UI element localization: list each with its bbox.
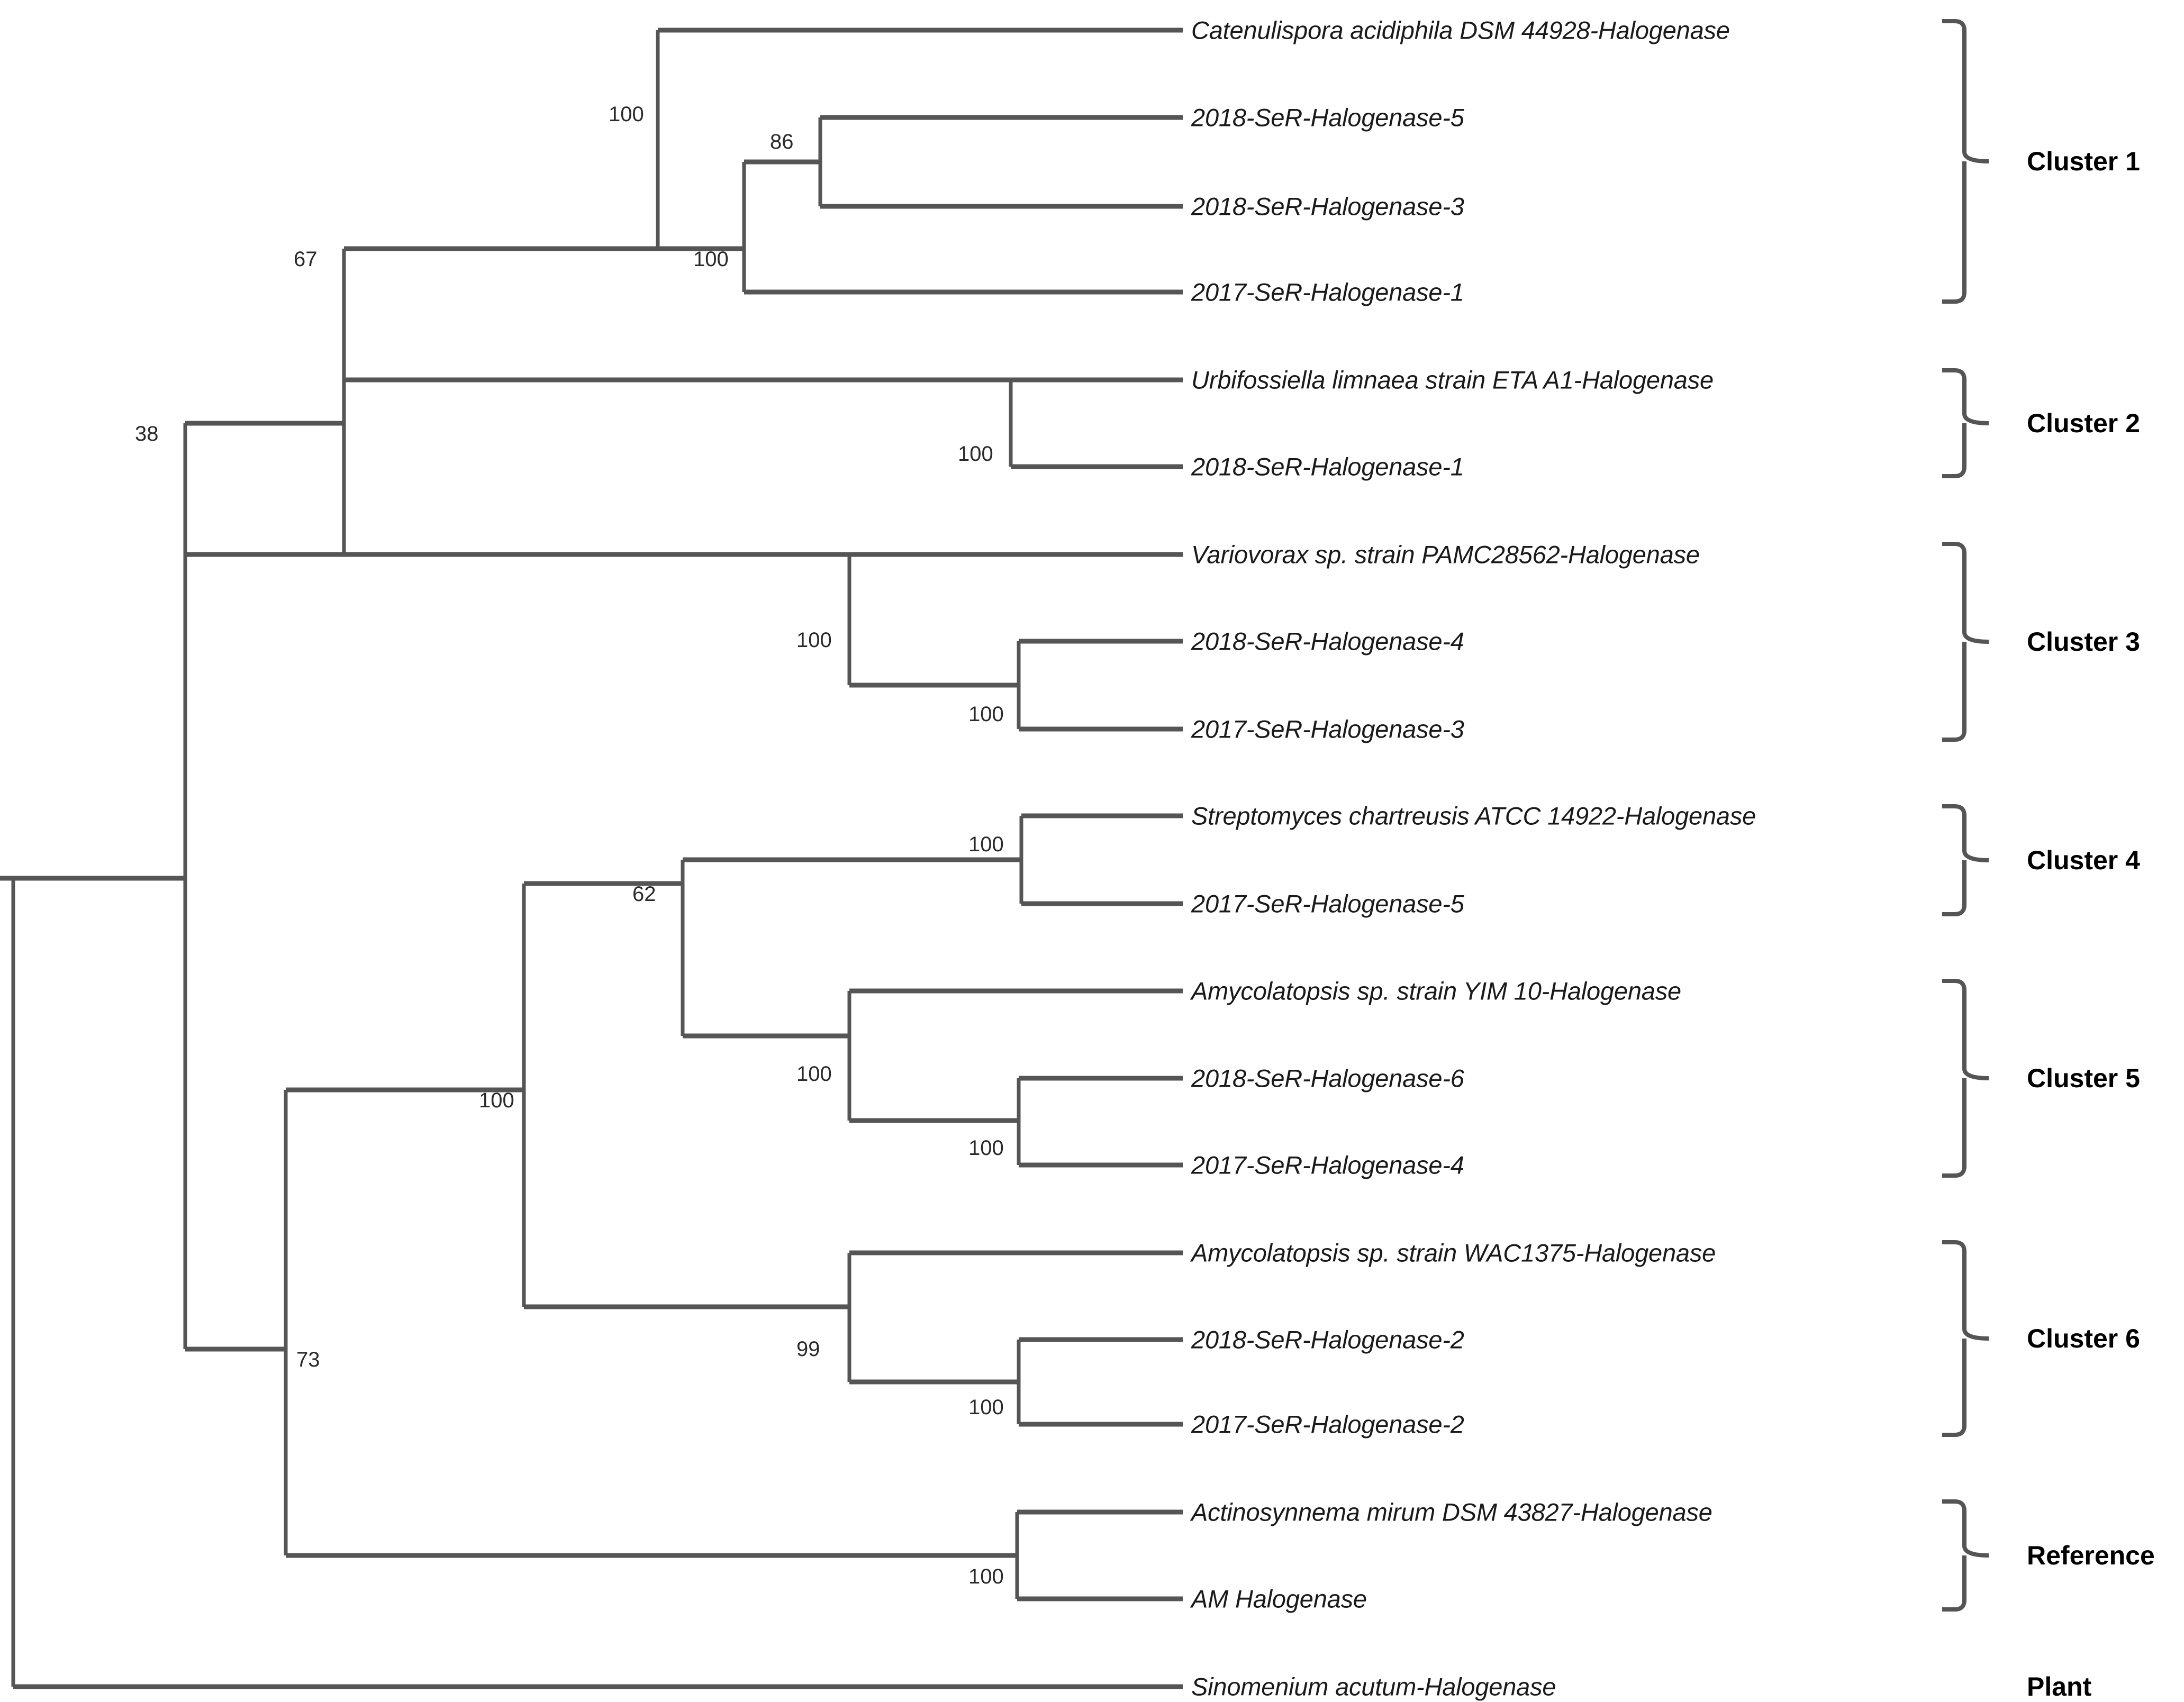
leaf-label: Sinomenium acutum-Halogenase — [1191, 1672, 1556, 1701]
leaf-label: AM Halogenase — [1191, 1585, 1367, 1613]
bootstrap-value: 100 — [968, 1136, 1004, 1160]
bootstrap-value: 100 — [693, 248, 729, 271]
bootstrap-value: 100 — [968, 833, 1004, 856]
cluster-brace-reference — [1942, 1499, 1989, 1612]
leaf-label: Amycolatopsis sp. strain WAC1375-Halogen… — [1191, 1239, 1716, 1267]
leaf-label: 2018-SeR-Halogenase-3 — [1191, 192, 1464, 221]
bootstrap-value: 100 — [968, 1565, 1004, 1588]
bootstrap-value: 100 — [968, 703, 1004, 726]
cluster-label-cluster-6: Cluster 6 — [2027, 1324, 2140, 1353]
cluster-brace-cluster-5 — [1942, 979, 1989, 1178]
bootstrap-value: 100 — [609, 103, 644, 126]
leaf-label: Actinosynnema mirum DSM 43827-Halogenase — [1191, 1498, 1712, 1526]
leaf-label: 2018-SeR-Halogenase-2 — [1191, 1325, 1464, 1354]
cluster-label-cluster-2: Cluster 2 — [2027, 408, 2140, 438]
branch-group — [0, 28, 1183, 1689]
leaf-label: 2018-SeR-Halogenase-4 — [1191, 627, 1464, 656]
cluster-brace-cluster-1 — [1942, 19, 1989, 304]
leaf-label: Streptomyces chartreusis ATCC 14922-Halo… — [1191, 802, 1756, 830]
leaf-label: Variovorax sp. strain PAMC28562-Halogena… — [1191, 540, 1700, 569]
cluster-label-plant: Plant — [2027, 1672, 2092, 1701]
bootstrap-value: 100 — [796, 629, 832, 652]
cluster-brace-cluster-2 — [1942, 368, 1989, 478]
bootstrap-value: 67 — [294, 248, 318, 271]
cluster-brace-cluster-3 — [1942, 542, 1989, 742]
bootstrap-value: 100 — [796, 1062, 832, 1086]
cluster-label-cluster-1: Cluster 1 — [2027, 147, 2140, 176]
leaf-label: 2017-SeR-Halogenase-4 — [1191, 1151, 1464, 1179]
cluster-label-cluster-3: Cluster 3 — [2027, 627, 2140, 657]
cluster-brace-cluster-4 — [1942, 804, 1989, 916]
bootstrap-value: 100 — [968, 1396, 1004, 1419]
bootstrap-value: 62 — [632, 882, 656, 906]
leaf-label: 2018-SeR-Halogenase-6 — [1191, 1064, 1464, 1093]
leaf-label: 2017-SeR-Halogenase-3 — [1191, 715, 1464, 743]
bootstrap-value: 38 — [135, 422, 159, 445]
bootstrap-value: 73 — [296, 1348, 320, 1371]
bootstrap-value: 100 — [958, 442, 993, 466]
leaf-label: 2017-SeR-Halogenase-5 — [1191, 889, 1464, 918]
leaf-label: 2018-SeR-Halogenase-1 — [1191, 452, 1464, 481]
leaf-label: 2018-SeR-Halogenase-5 — [1191, 103, 1464, 132]
bootstrap-value: 86 — [770, 130, 794, 153]
bootstrap-value: 100 — [479, 1089, 514, 1112]
cluster-label-cluster-5: Cluster 5 — [2027, 1063, 2140, 1093]
cluster-brace-cluster-6 — [1942, 1240, 1989, 1437]
leaf-label: 2017-SeR-Halogenase-1 — [1191, 278, 1464, 306]
cluster-label-cluster-4: Cluster 4 — [2027, 845, 2140, 875]
leaf-label: Catenulispora acidiphila DSM 44928-Halog… — [1191, 16, 1730, 44]
bootstrap-value: 99 — [796, 1337, 820, 1361]
cluster-brace-group — [1942, 19, 1989, 1612]
cluster-label-reference: Reference — [2027, 1541, 2155, 1570]
leaf-label: Urbifossiella limnaea strain ETA A1-Halo… — [1191, 366, 1714, 394]
leaf-label: 2017-SeR-Halogenase-2 — [1191, 1410, 1464, 1439]
leaf-label: Amycolatopsis sp. strain YIM 10-Halogena… — [1191, 977, 1681, 1005]
